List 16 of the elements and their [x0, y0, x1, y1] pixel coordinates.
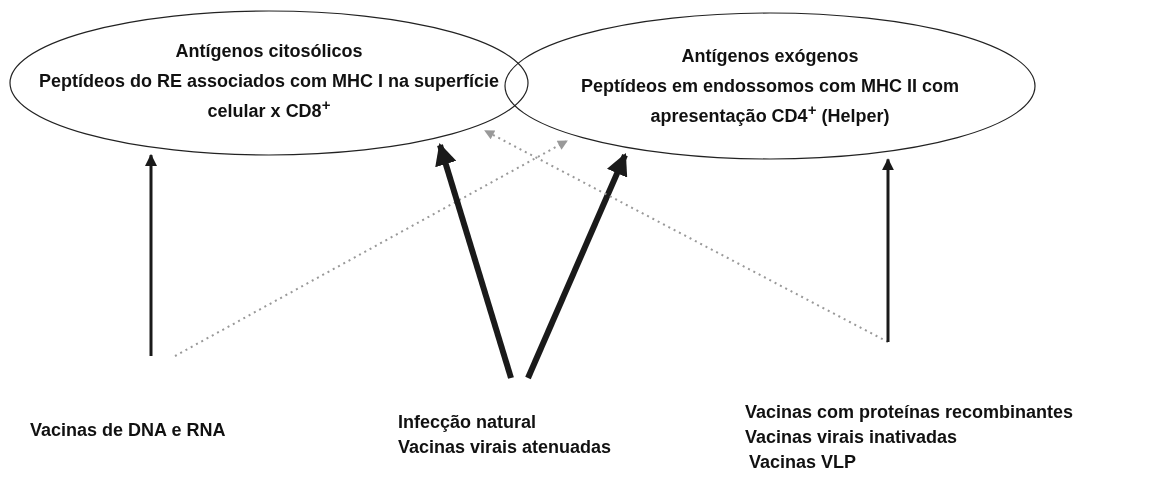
- source-label: Vacinas virais inativadas: [745, 426, 959, 449]
- source-label: Vacinas de DNA e RNA: [30, 419, 227, 442]
- ellipse-text: Peptídeos em endossomos com MHC II com apresentação CD4$^{+}$ (Helper): [579, 75, 961, 128]
- arrow: [882, 158, 894, 342]
- source-label: Vacinas VLP: [749, 451, 858, 474]
- ellipse-text: Peptídeos do RE associados com MHC I na superfície celular x CD8$^{+}$: [37, 70, 501, 123]
- arrow: [525, 153, 628, 380]
- dotted-arrow: [484, 129, 889, 343]
- arrow: [145, 153, 157, 356]
- source-label: Vacinas com proteínas recombinantes: [745, 401, 1075, 424]
- source-label: Infecção natural: [398, 411, 538, 434]
- source-label: Vacinas virais atenuadas: [398, 436, 613, 459]
- ellipse-heading: Antígenos exógenos: [680, 45, 860, 68]
- dotted-arrow: [174, 139, 568, 357]
- arrow: [435, 142, 514, 379]
- ellipse-heading: Antígenos citosólicos: [174, 40, 364, 63]
